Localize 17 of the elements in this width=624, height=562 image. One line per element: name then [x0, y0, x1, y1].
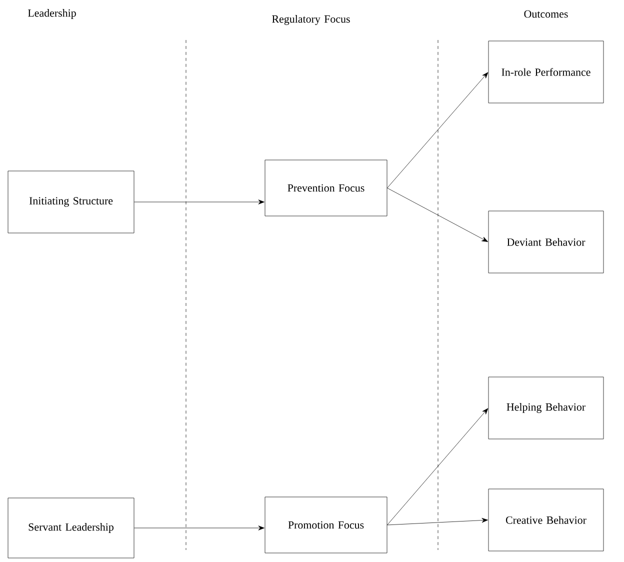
box: Prevention Focus	[264, 160, 388, 216]
arrow	[134, 526, 264, 530]
box: Initiating Structure	[8, 170, 134, 234]
box: Creative Behavior	[488, 488, 604, 552]
arrow	[387, 188, 488, 242]
box: Deviant Behavior	[488, 210, 604, 274]
box: Servant Leadership	[8, 498, 134, 558]
box: Promotion Focus	[264, 496, 388, 554]
column-heading: Regulatory Focus	[272, 15, 350, 25]
arrow	[134, 200, 264, 204]
arrow	[387, 408, 488, 526]
box: In-role Performance	[488, 40, 604, 104]
column-heading: Outcomes	[524, 10, 568, 18]
box: Helping Behavior	[488, 376, 604, 440]
arrow	[387, 518, 488, 526]
column-heading: Leadership	[28, 9, 76, 19]
arrow	[387, 72, 488, 188]
